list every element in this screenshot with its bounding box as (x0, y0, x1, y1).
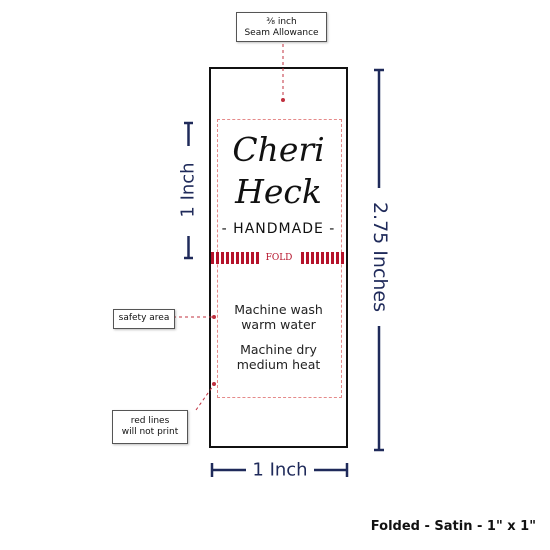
safety-area-callout: safety area (113, 309, 175, 329)
seam-allowance-measure: ⅜ inch (266, 17, 297, 27)
total-height-dimension (374, 68, 384, 452)
fold-height-dimension (184, 121, 193, 260)
fold-height-label: 1 Inch (178, 162, 199, 217)
product-spec-footer: Folded - Satin - 1" x 1" (370, 519, 536, 534)
width-dimension (210, 463, 349, 477)
red-lines-guide (195, 385, 214, 411)
brand-name-line2: Heck (235, 172, 322, 211)
care-wash-line2: warm water (241, 317, 316, 332)
safety-area-text: safety area (118, 313, 170, 323)
care-dry-line1: Machine dry (240, 342, 317, 357)
seam-allowance-text: Seam Allowance (244, 28, 319, 38)
care-wash-instructions: Machine wash warm water (209, 302, 348, 332)
seam-allowance-dot (281, 98, 285, 102)
seam-allowance-callout: ⅜ inch Seam Allowance (236, 12, 327, 42)
fold-label: FOLD (259, 251, 299, 265)
care-wash-line1: Machine wash (234, 302, 323, 317)
red-lines-text-line1: red lines (130, 416, 170, 426)
care-dry-instructions: Machine dry medium heat (209, 342, 348, 372)
red-lines-dot (212, 382, 216, 386)
width-label: 1 Inch (252, 460, 307, 481)
handmade-subtitle: - HANDMADE - (221, 221, 336, 237)
red-lines-text-line2: will not print (121, 427, 179, 437)
red-lines-callout: red lines will not print (112, 410, 188, 444)
care-dry-line2: medium heat (236, 357, 321, 372)
total-height-label: 2.75 Inches (369, 202, 391, 312)
safety-area-dot (212, 315, 216, 319)
brand-name-line1: Cheri (232, 130, 325, 169)
